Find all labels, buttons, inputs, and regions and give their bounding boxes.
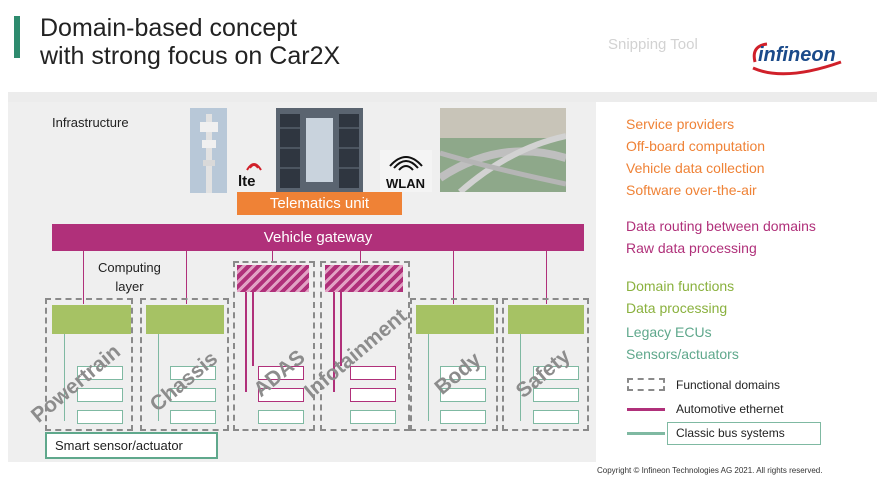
vehicle-gateway: Vehicle gateway [52,224,584,251]
magenta-item: Raw data processing [626,240,757,256]
ecu-box [350,410,396,424]
classic-bus-line [158,334,159,421]
cell-tower-image [190,108,227,193]
domain-box-powertrain [45,298,133,431]
wlan-label: WLAN [386,176,425,191]
legend-classic-swatch [627,432,665,435]
domain-box-body [410,298,498,431]
ecu-box [170,366,216,380]
chassis-compute [146,305,224,334]
server-room-image [276,108,363,192]
background-top [8,92,877,102]
orange-list: Service providers Off-board computation … [626,113,765,201]
ecu-box [77,410,123,424]
lte-icon: lte [238,163,262,188]
ecu-box [170,388,216,402]
legend-classic-box [667,422,821,445]
domain-box-adas [233,261,315,431]
gateway-link [546,251,547,304]
domain-box-safety [502,298,589,431]
ethernet-line [252,292,254,366]
ecu-box [440,410,486,424]
gateway-link [453,251,454,304]
slide-title: Domain-based concept with strong focus o… [40,14,340,70]
ecu-box [533,388,579,402]
ecu-box [533,366,579,380]
ecu-box [77,388,123,402]
computing-line-2: layer [115,279,144,294]
title-line-2: with strong focus on Car2X [40,42,341,70]
gateway-link [83,251,84,304]
logo-text: infineon [758,44,836,66]
ethernet-line [340,292,342,366]
safety-compute [508,305,584,334]
smart-sensor-actuator: Smart sensor/actuator [45,432,218,459]
adas-compute [237,265,309,292]
ecu-box [440,366,486,380]
title-accent-bar [14,16,20,58]
green-item: Data processing [626,300,728,316]
orange-item: Off-board computation [626,138,766,154]
ethernet-line [245,292,247,392]
ecu-box-ethernet [258,366,304,380]
ecu-box [440,388,486,402]
teal-item: Legacy ECUs [626,324,712,340]
telematics-unit: Telematics unit [237,192,402,215]
green-list: Domain functions Data processing [626,275,734,319]
ecu-box-ethernet [350,388,396,402]
ecu-box [533,410,579,424]
domain-box-infotainment [320,261,410,431]
teal-list: Legacy ECUs Sensors/actuators [626,321,739,365]
ecu-box-ethernet [350,366,396,380]
powertrain-compute [52,305,131,334]
legend-ethernet-swatch [627,408,665,411]
ethernet-line [333,292,335,392]
body-compute [416,305,494,334]
legend-classic-label: Classic bus systems [676,426,785,440]
orange-item: Vehicle data collection [626,160,765,176]
ecu-box [170,410,216,424]
classic-bus-line [428,334,429,421]
title-line-1: Domain-based concept [40,14,298,42]
magenta-item: Data routing between domains [626,218,816,234]
infrastructure-label: Infrastructure [52,115,129,130]
watermark: Snipping Tool [608,36,698,53]
legend-ethernet-label: Automotive ethernet [676,402,784,416]
infotainment-compute [325,265,403,292]
classic-bus-line [64,334,65,421]
ecu-box [258,410,304,424]
ecu-box-ethernet [258,388,304,402]
legend-functional-swatch [627,378,665,391]
highway-image [440,108,566,192]
infineon-logo [752,42,842,76]
computing-layer-label: Computing layer [98,258,161,296]
copyright: Copyright © Infineon Technologies AG 202… [597,466,823,475]
green-item: Domain functions [626,278,735,294]
ecu-box [77,366,123,380]
orange-item: Service providers [626,116,735,132]
domain-box-chassis [140,298,229,431]
classic-bus-line [520,334,521,421]
gateway-link [360,251,361,263]
orange-item: Software over-the-air [626,182,757,198]
computing-line-1: Computing [98,260,161,275]
teal-item: Sensors/actuators [626,346,739,362]
legend-functional-label: Functional domains [676,378,781,392]
magenta-list: Data routing between domains Raw data pr… [626,215,816,259]
gateway-link [186,251,187,304]
lte-label: lte [238,173,256,188]
gateway-link [272,251,273,263]
wlan-icon: WLAN [380,150,432,192]
